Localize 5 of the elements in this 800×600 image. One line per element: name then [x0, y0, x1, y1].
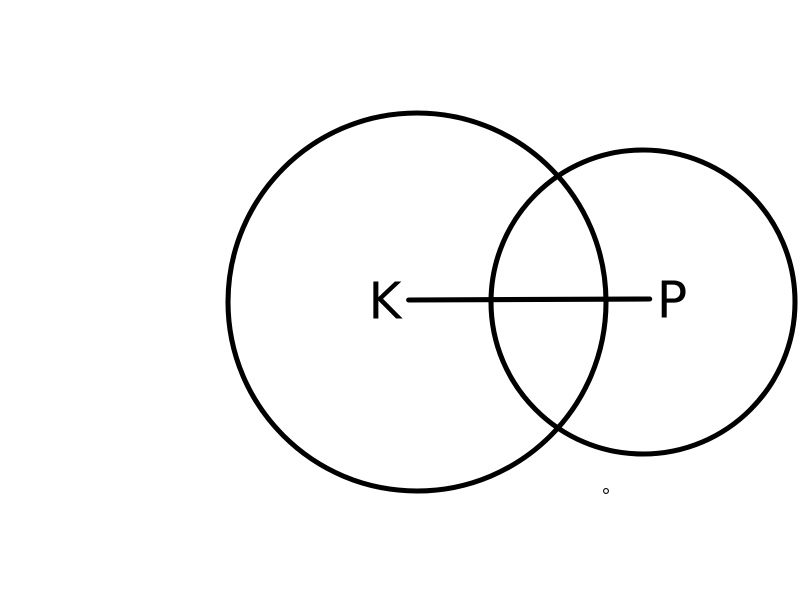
- point-label: P: [662, 280, 686, 318]
- line-segment: [406, 296, 652, 303]
- point-label: K: [373, 282, 403, 318]
- circle: [225, 110, 609, 494]
- circle: [488, 147, 798, 457]
